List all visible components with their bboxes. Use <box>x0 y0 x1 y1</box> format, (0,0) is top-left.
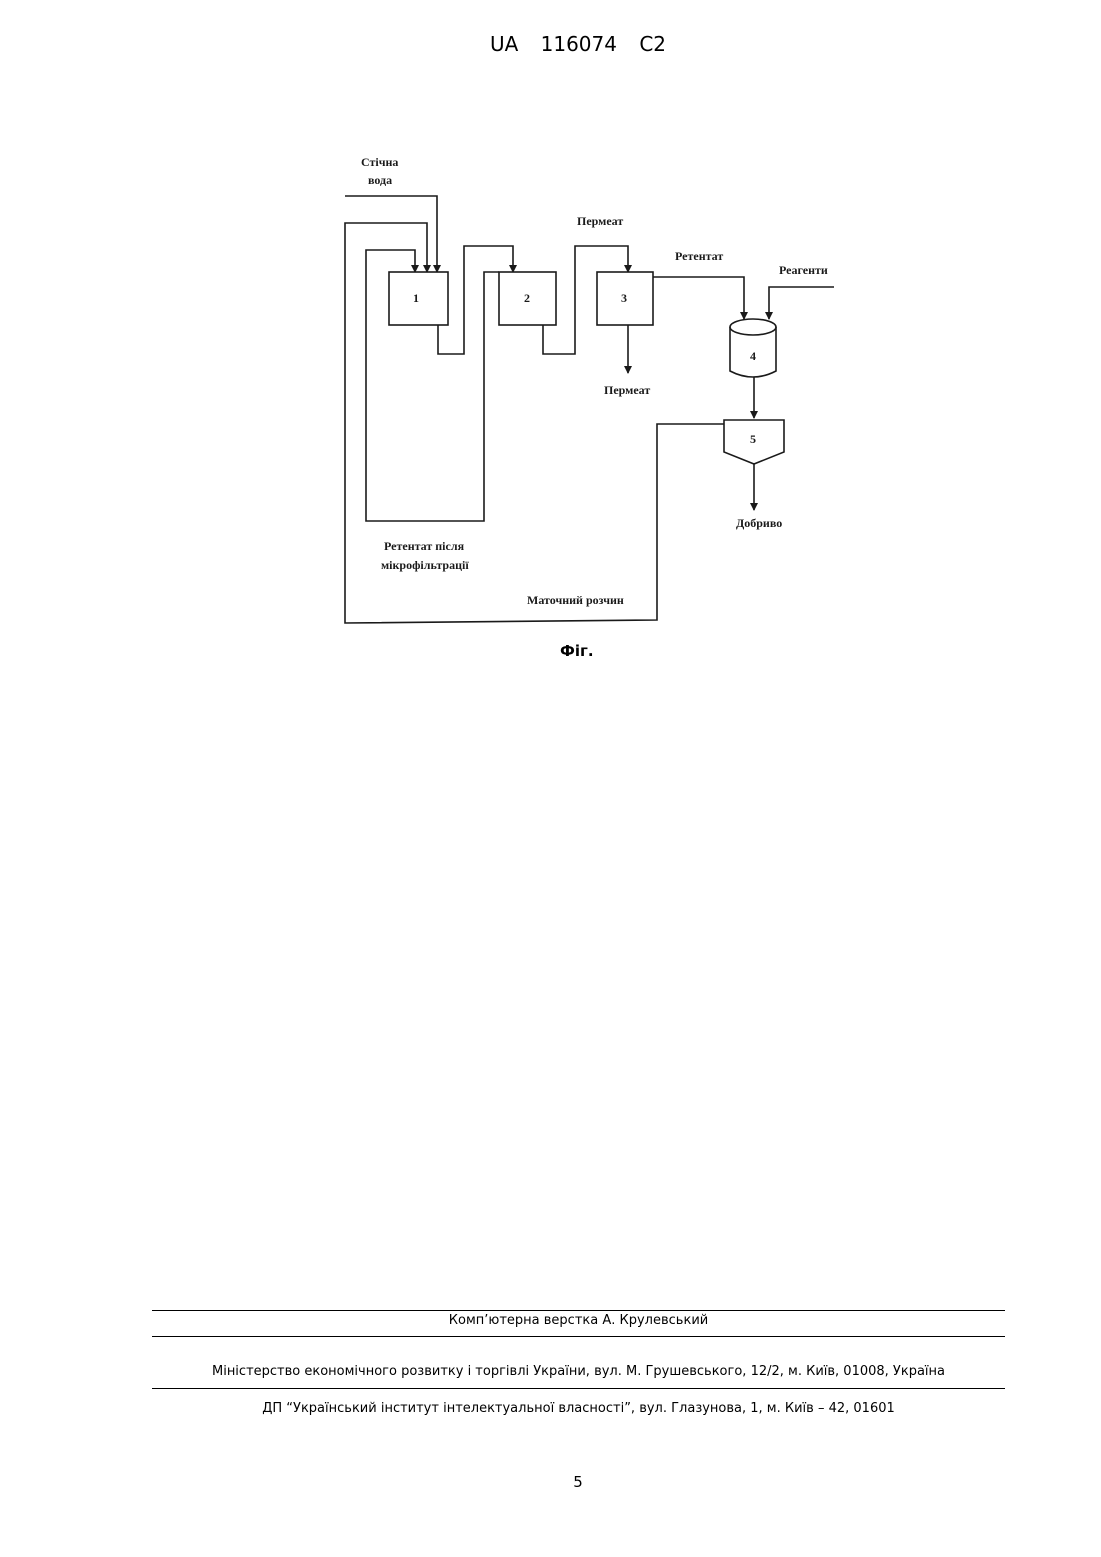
layout-credit: Комп’ютерна верстка А. Крулевський <box>152 1313 1005 1328</box>
institute-address: ДП “Український інститут інтелектуальної… <box>152 1401 1005 1416</box>
process-flow-diagram: 1 2 3 4 5 Стічна вода Пермеат Ретентат Р… <box>0 0 1101 700</box>
label-wastewater-line2: вода <box>368 173 392 187</box>
unit-4-number: 4 <box>750 349 756 363</box>
footer-rule-middle <box>152 1336 1005 1337</box>
unit-5-number: 5 <box>750 432 756 446</box>
label-fertilizer: Добриво <box>736 516 782 530</box>
unit-1-number: 1 <box>413 291 419 305</box>
wastewater-flow-line <box>345 196 437 272</box>
unit-4-tank-top <box>730 319 776 335</box>
label-permeate-top: Пермеат <box>577 214 623 228</box>
reagents-line <box>769 287 834 319</box>
unit-3-number: 3 <box>621 291 627 305</box>
figure-caption: Фіг. <box>560 642 594 660</box>
label-retentate-after-line1: Ретентат після <box>384 539 465 553</box>
ministry-address: Міністерство економічного розвитку і тор… <box>152 1364 1005 1379</box>
label-retentate-after-line2: мікрофільтрації <box>381 558 469 572</box>
unit-2-number: 2 <box>524 291 530 305</box>
retentate-to-4-line <box>653 277 744 319</box>
page-number: 5 <box>0 1473 1101 1491</box>
label-wastewater-line1: Стічна <box>361 155 398 169</box>
label-reagents: Реагенти <box>779 263 828 277</box>
label-retentate: Ретентат <box>675 249 723 263</box>
label-permeate-bottom: Пермеат <box>604 383 650 397</box>
footer-rule-bottom <box>152 1388 1005 1389</box>
footer-rule-top <box>152 1310 1005 1311</box>
label-mother-liquor: Маточний розчин <box>527 593 624 607</box>
